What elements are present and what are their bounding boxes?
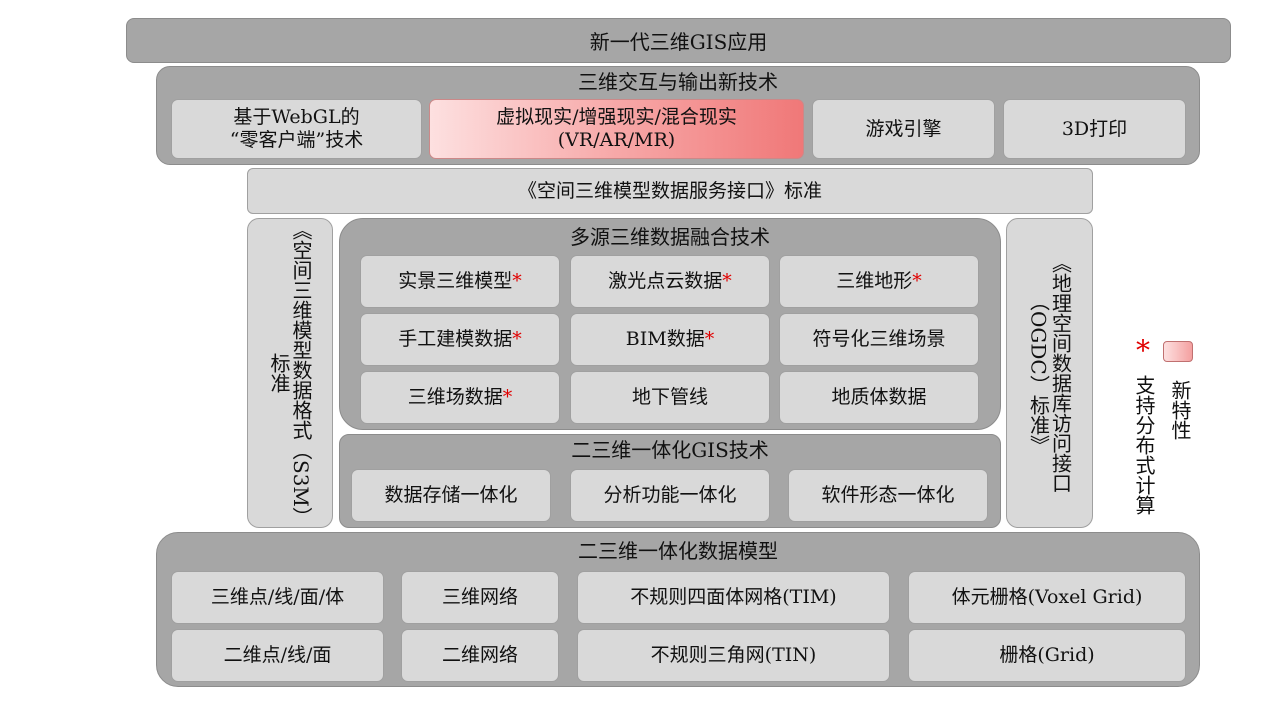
legend-new-swatch [1163,341,1193,362]
model-title: 二三维一体化数据模型 [578,538,778,563]
fusion-item: 激光点云数据* [570,255,770,308]
model-item: 栅格(Grid) [908,629,1186,682]
model-item: 不规则四面体网格(TIM) [577,571,890,624]
fusion-item: 三维场数据* [360,371,560,424]
fusion-item: 符号化三维场景 [779,313,979,366]
integration-item: 分析功能一体化 [570,469,770,522]
fusion-item: 地质体数据 [779,371,979,424]
service-standard-box: 《空间三维模型数据服务接口》标准 [247,168,1093,214]
3d-print-box: 3D打印 [1003,99,1186,159]
vr-ar-mr-box: 虚拟现实/增强现实/混合现实 (VR/AR/MR) [429,99,804,159]
legend-star-symbol: * [1136,334,1150,367]
fusion-item: 手工建模数据* [360,313,560,366]
integration-item: 软件形态一体化 [788,469,988,522]
fusion-item: BIM数据* [570,313,770,366]
fusion-item: 地下管线 [570,371,770,424]
model-item: 三维网络 [401,571,559,624]
fusion-title: 多源三维数据融合技术 [570,224,770,249]
legend-star-label: 支持分布式计算 [1132,375,1156,515]
model-item: 三维点/线/面/体 [171,571,384,624]
model-item: 不规则三角网(TIN) [577,629,890,682]
model-item: 二维网络 [401,629,559,682]
s3m-standard-box: 《空间三维模型数据格式（S3M）标准 [247,218,333,528]
top-banner-label: 新一代三维GIS应用 [589,30,768,54]
game-engine-box: 游戏引擎 [812,99,995,159]
top-banner: 新一代三维GIS应用 [126,18,1231,63]
ogdc-standard-box: 《地理空间数据库访问接口（OGDC）标准》 [1006,218,1093,528]
webgl-box: 基于WebGL的 “零客户端”技术 [171,99,422,159]
fusion-item: 三维地形* [779,255,979,308]
model-item: 二维点/线/面 [171,629,384,682]
integration-title: 二三维一体化GIS技术 [571,437,769,462]
legend-new-label: 新特性 [1168,380,1192,440]
interaction-title: 三维交互与输出新技术 [578,69,778,94]
fusion-item: 实景三维模型* [360,255,560,308]
model-item: 体元栅格(Voxel Grid) [908,571,1186,624]
integration-item: 数据存储一体化 [351,469,551,522]
